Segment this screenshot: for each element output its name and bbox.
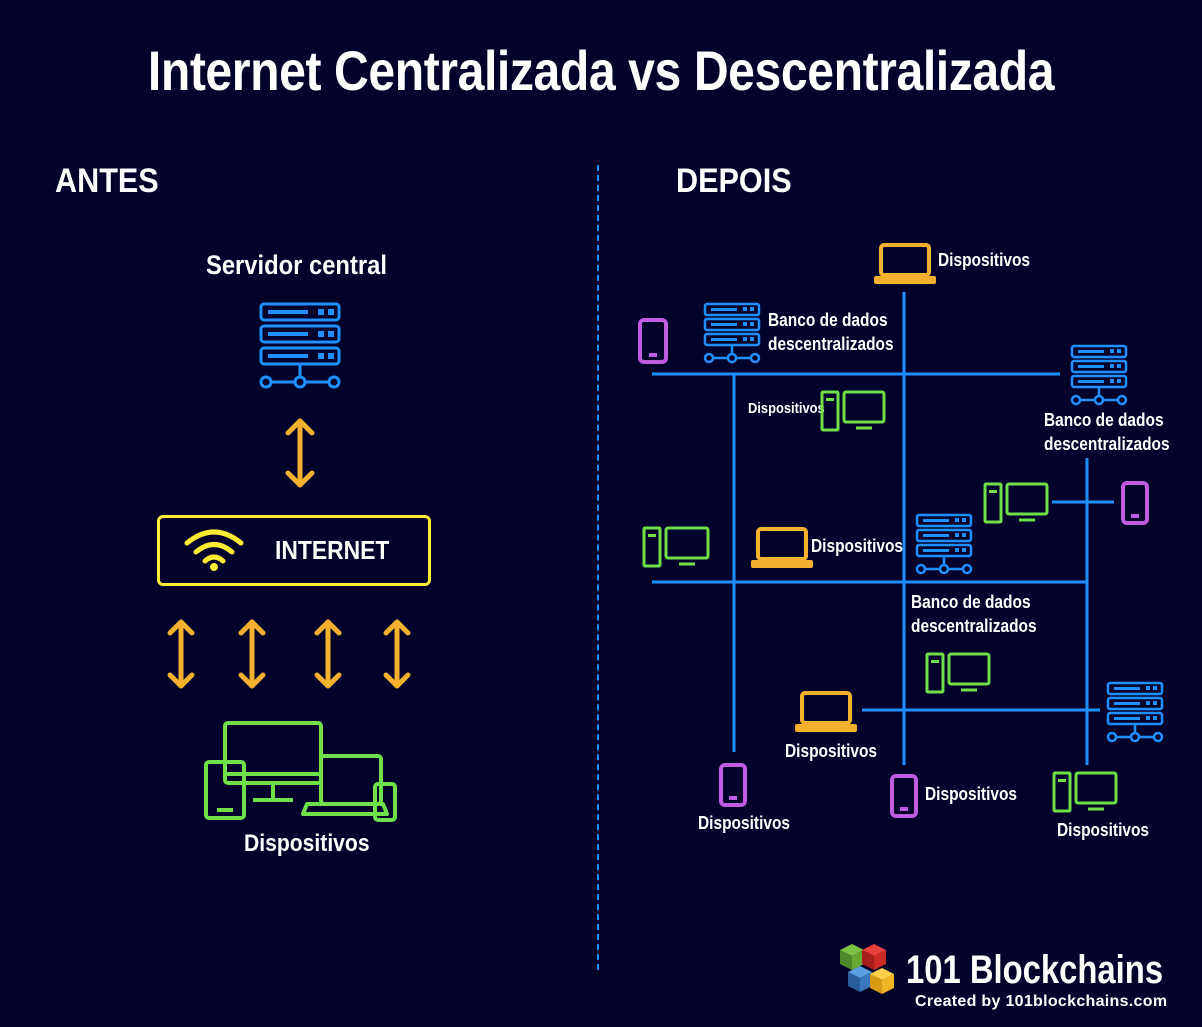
desktop-icon — [983, 482, 1049, 524]
devices-icon — [204, 721, 397, 822]
phone-icon — [890, 774, 918, 818]
brand-credit: Created by 101blockchains.com — [915, 993, 1168, 1010]
internet-box — [157, 515, 431, 586]
devices-label-left: Dispositivos — [244, 830, 370, 857]
devices-label-bottom-1: Dispositivos — [698, 813, 791, 833]
desktop-icon — [642, 526, 710, 568]
double-arrows-row — [167, 619, 411, 689]
devices-label-top: Dispositivos — [938, 250, 1031, 270]
before-heading: ANTES — [55, 162, 159, 200]
devices-label-bottom-2: Dispositivos — [925, 784, 1018, 804]
laptop-icon — [795, 691, 857, 732]
devices-label-mid: Dispositivos — [811, 536, 904, 556]
desktop-icon — [820, 390, 886, 432]
laptop-icon — [751, 527, 813, 568]
double-arrow-icon — [285, 418, 315, 488]
phone-icon — [1121, 481, 1149, 525]
desktop-icon — [1052, 771, 1118, 813]
phone-icon — [638, 318, 668, 364]
server-icon — [703, 302, 761, 364]
after-heading: DEPOIS — [676, 162, 792, 200]
brand-name: 101 Blockchains — [906, 948, 1164, 992]
desktop-icon — [925, 652, 991, 694]
page-title: Internet Centralizada vs Descentralizada — [147, 39, 1055, 102]
section-divider — [597, 165, 599, 970]
devices-label-bottom-3: Dispositivos — [1057, 820, 1150, 840]
logo-cubes-icon — [840, 944, 894, 994]
internet-label: INTERNET — [275, 535, 390, 565]
wifi-icon — [184, 529, 244, 571]
laptop-icon — [874, 243, 936, 284]
server-icon — [915, 513, 973, 575]
server-icon — [1070, 344, 1128, 406]
devices-label-lower: Dispositivos — [785, 741, 878, 761]
phone-icon — [719, 763, 747, 807]
server-icon — [259, 302, 341, 389]
central-server-label: Servidor central — [206, 250, 387, 280]
devices-label-small: Dispositivos — [748, 400, 825, 417]
server-icon — [1106, 681, 1164, 743]
